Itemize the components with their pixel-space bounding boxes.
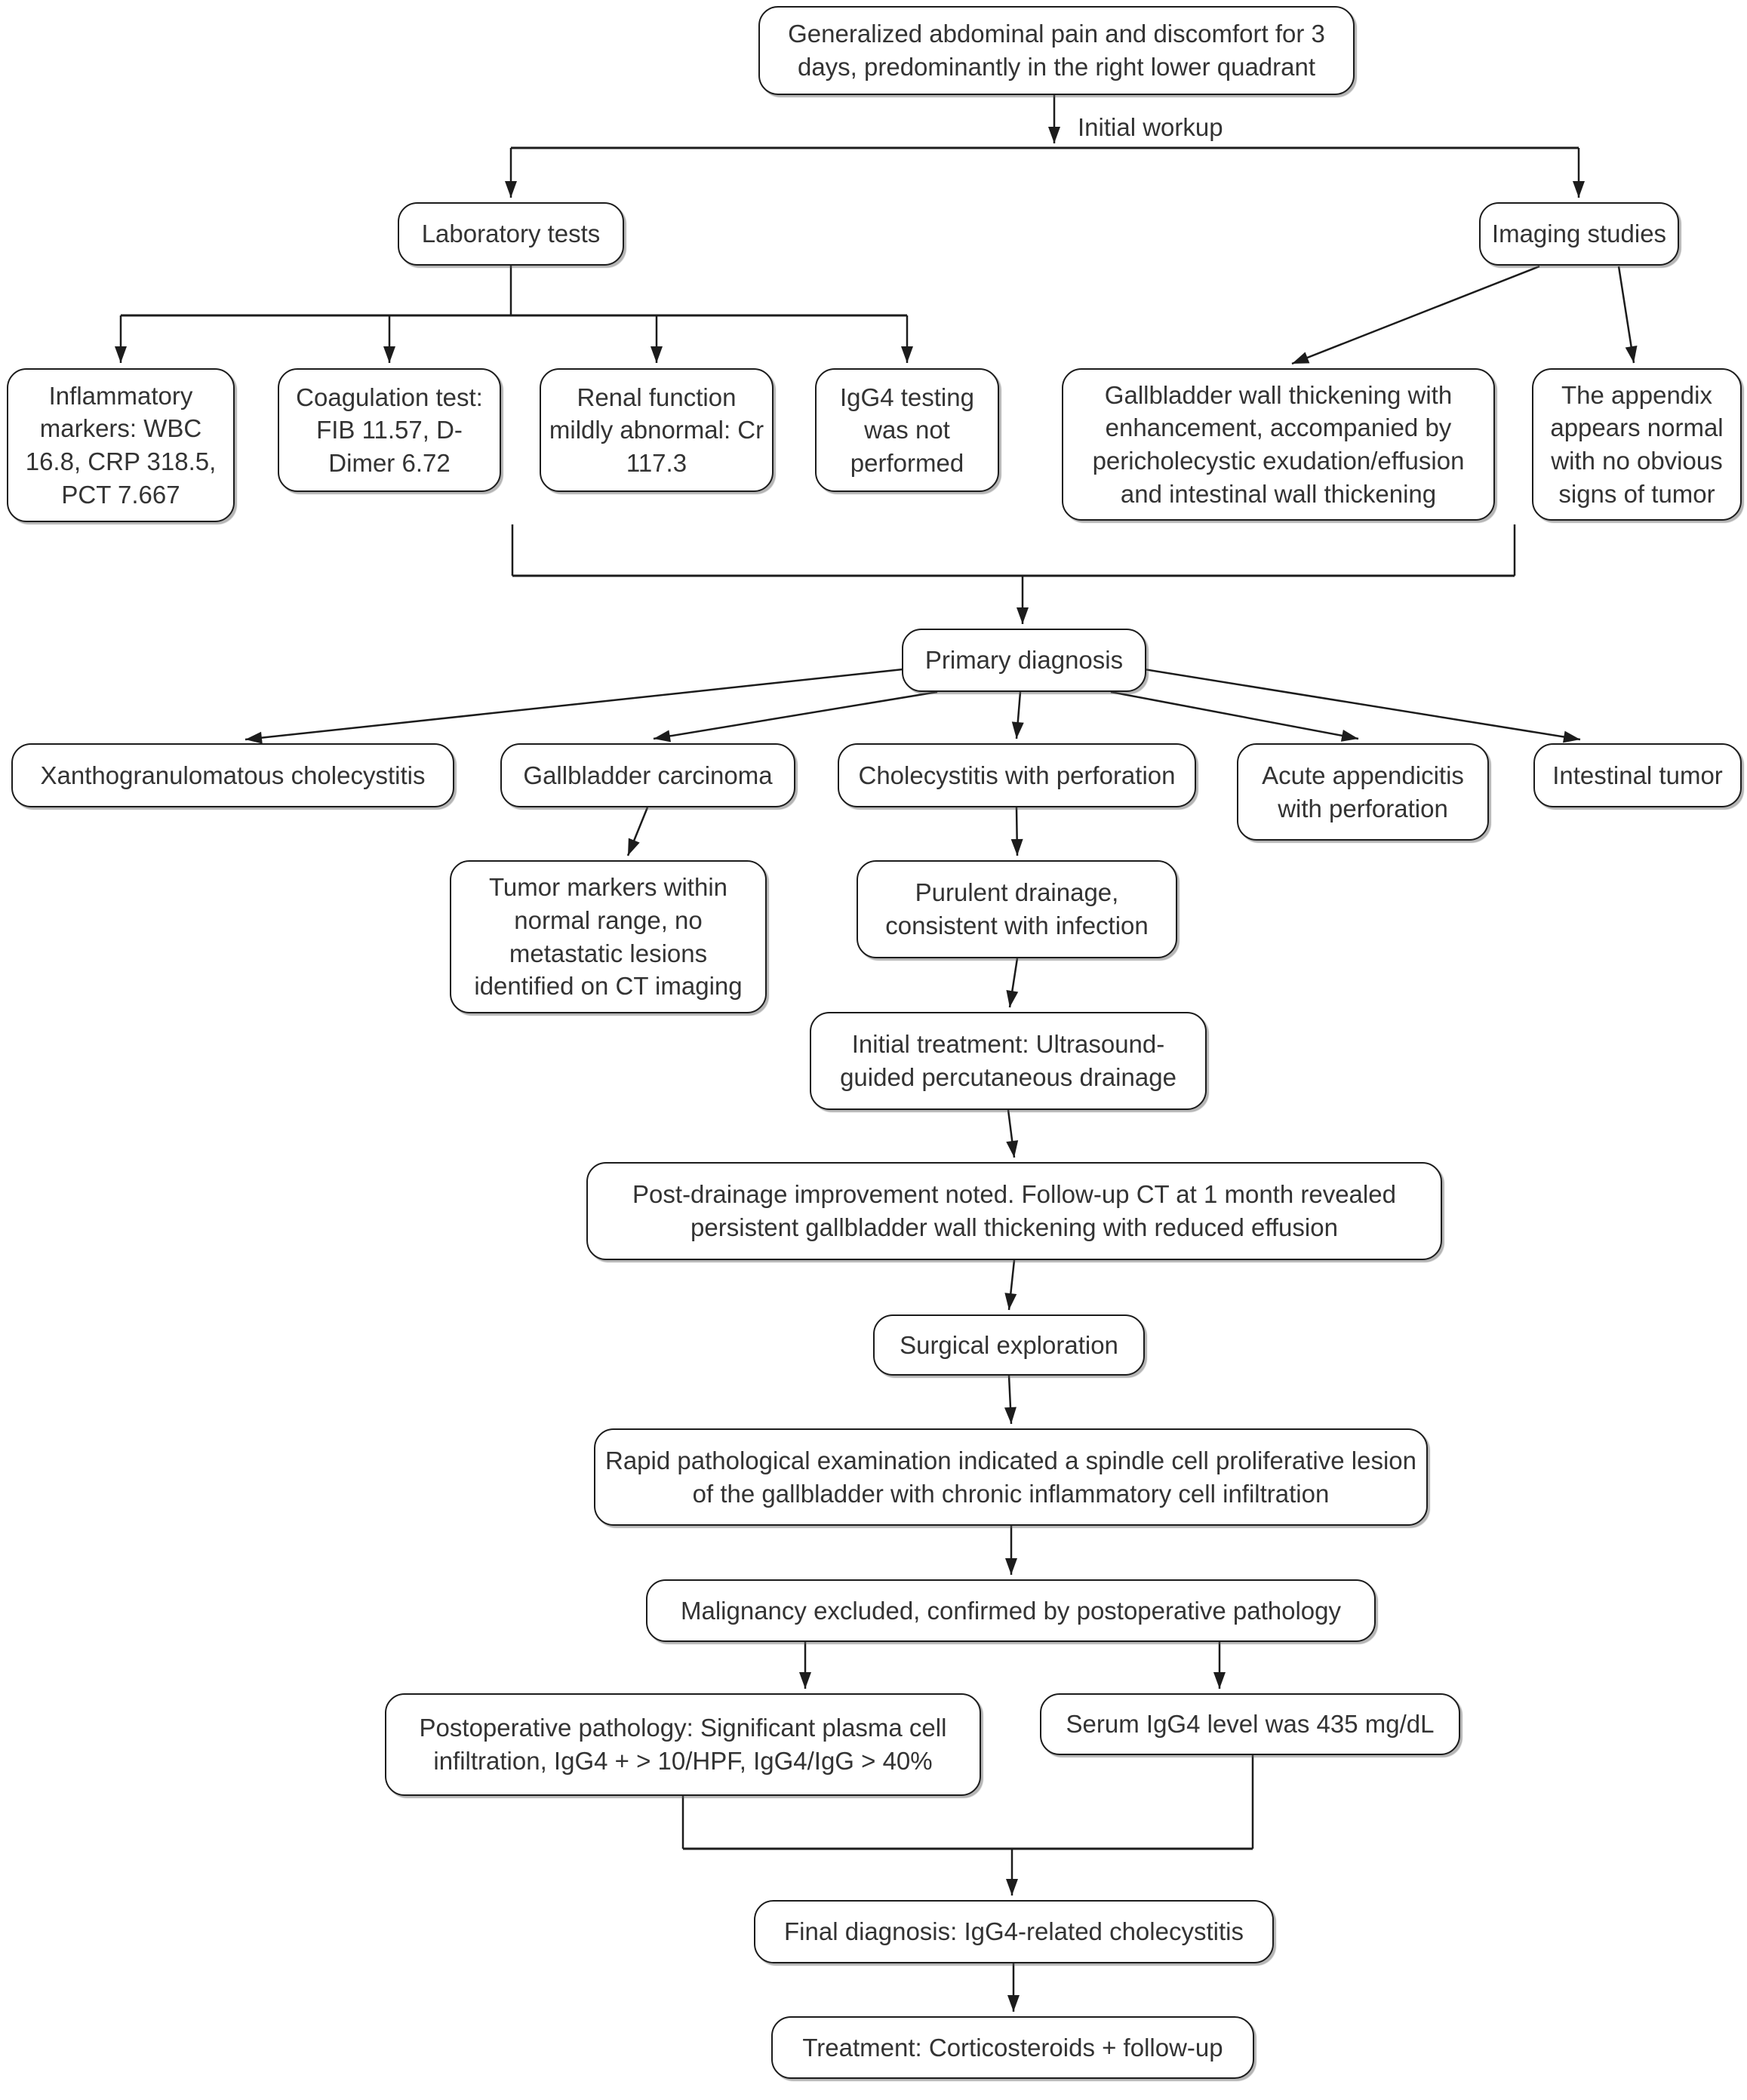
node-renal-function: Renal function mildly abnormal: Cr 117.3 — [540, 368, 774, 492]
connector-11 — [1617, 266, 1638, 364]
node-label-rapid-pathology: Rapid pathological examination indicated… — [605, 1446, 1416, 1508]
node-label-imaging-studies: Imaging studies — [1491, 220, 1667, 248]
node-label-serum-igg4: Serum IgG4 level was 435 mg/dL — [1066, 1710, 1435, 1739]
connector-17 — [653, 690, 938, 743]
node-imaging-studies: Imaging studies — [1479, 202, 1679, 266]
node-label-symptoms: Generalized abdominal pain and discomfor… — [788, 20, 1325, 81]
node-rapid-pathology: Rapid pathological examination indicated… — [594, 1428, 1428, 1526]
node-label-gallbladder-carcinoma: Gallbladder carcinoma — [523, 761, 773, 789]
node-label-coagulation-test: Coagulation test: FIB 11.57, D-Dimer 6.7… — [296, 383, 483, 477]
node-label-intestinal-tumor: Intestinal tumor — [1552, 761, 1723, 789]
connector-26 — [1004, 1375, 1017, 1425]
node-label-tumor-markers: Tumor markers within normal range, no me… — [474, 873, 743, 1001]
node-label-appendix-normal: The appendix appears normal with no obvi… — [1550, 380, 1724, 508]
node-treatment: Treatment: Corticosteroids + follow-up — [771, 2016, 1254, 2079]
node-gallbladder-carcinoma: Gallbladder carcinoma — [500, 743, 795, 807]
edge-label-initial-workup: Initial workup — [1078, 113, 1223, 141]
node-intestinal-tumor: Intestinal tumor — [1533, 743, 1742, 807]
node-cholecystitis-perforation: Cholecystitis with perforation — [838, 743, 1196, 807]
node-label-surgical-exploration: Surgical exploration — [900, 1330, 1118, 1359]
node-tumor-markers: Tumor markers within normal range, no me… — [450, 860, 767, 1013]
connector-19 — [1110, 690, 1359, 742]
node-gallbladder-imaging: Gallbladder wall thickening with enhance… — [1062, 368, 1495, 521]
node-label-renal-function: Renal function mildly abnormal: Cr 117.3 — [549, 383, 764, 477]
node-inflammatory-markers: Inflammatory markers: WBC 16.8, CRP 318.… — [7, 368, 235, 522]
connector-21 — [626, 807, 649, 856]
node-postoperative-pathology: Postoperative pathology: Significant pla… — [385, 1693, 981, 1796]
node-label-malignancy-excluded: Malignancy excluded, confirmed by postop… — [680, 1596, 1341, 1625]
node-igg4-testing: IgG4 testing was not performed — [815, 368, 999, 492]
node-final-diagnosis: Final diagnosis: IgG4-related cholecysti… — [754, 1900, 1274, 1963]
node-initial-treatment: Initial treatment: Ultrasound-guided per… — [810, 1012, 1207, 1110]
node-label-primary-diagnosis: Primary diagnosis — [924, 646, 1124, 675]
node-label-final-diagnosis: Final diagnosis: IgG4-related cholecysti… — [784, 1917, 1244, 1946]
connector-25 — [1004, 1259, 1017, 1311]
connector-20 — [1139, 667, 1581, 743]
node-acute-appendicitis: Acute appendicitis with perforation — [1237, 743, 1489, 841]
connector-23 — [1006, 958, 1019, 1008]
node-label-post-drainage: Post-drainage improvement noted. Follow-… — [632, 1180, 1396, 1241]
node-xanthogranulomatous: Xanthogranulomatous cholecystitis — [11, 743, 454, 807]
node-label-igg4-testing: IgG4 testing was not performed — [840, 383, 974, 477]
node-label-treatment: Treatment: Corticosteroids + follow-up — [802, 2033, 1223, 2062]
node-surgical-exploration: Surgical exploration — [873, 1314, 1145, 1376]
node-coagulation-test: Coagulation test: FIB 11.57, D-Dimer 6.7… — [278, 368, 501, 492]
node-lab-tests: Laboratory tests — [398, 202, 624, 266]
node-label-initial-treatment: Initial treatment: Ultrasound-guided per… — [840, 1030, 1176, 1091]
node-label-xanthogranulomatous: Xanthogranulomatous cholecystitis — [40, 761, 426, 789]
node-serum-igg4: Serum IgG4 level was 435 mg/dL — [1040, 1693, 1460, 1755]
node-malignancy-excluded: Malignancy excluded, confirmed by postop… — [646, 1579, 1376, 1642]
node-label-postoperative-pathology: Postoperative pathology: Significant pla… — [419, 1714, 947, 1775]
node-label-lab-tests: Laboratory tests — [421, 220, 601, 248]
node-primary-diagnosis: Primary diagnosis — [902, 629, 1146, 692]
node-label-inflammatory-markers: Inflammatory markers: WBC 16.8, CRP 318.… — [25, 381, 217, 509]
node-post-drainage: Post-drainage improvement noted. Follow-… — [586, 1162, 1442, 1260]
node-appendix-normal: The appendix appears normal with no obvi… — [1532, 368, 1742, 521]
connector-10 — [1291, 265, 1540, 365]
node-symptoms: Generalized abdominal pain and discomfor… — [758, 6, 1355, 95]
node-label-cholecystitis-perforation: Cholecystitis with perforation — [858, 761, 1176, 789]
connector-18 — [1011, 691, 1024, 739]
connector-16 — [245, 667, 911, 744]
node-purulent-drainage: Purulent drainage, consistent with infec… — [857, 860, 1177, 958]
node-label-acute-appendicitis: Acute appendicitis with perforation — [1262, 761, 1464, 822]
node-label-gallbladder-imaging: Gallbladder wall thickening with enhance… — [1092, 380, 1465, 508]
node-label-purulent-drainage: Purulent drainage, consistent with infec… — [885, 878, 1149, 939]
connector-24 — [1006, 1109, 1019, 1158]
